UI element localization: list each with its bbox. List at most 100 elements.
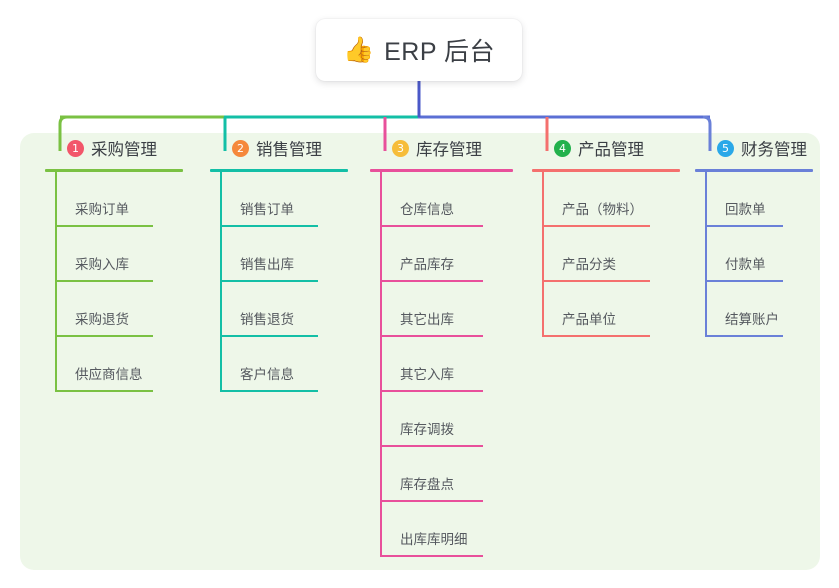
branch-number-badge: 4 (554, 139, 571, 157)
branch-item-label: 回款单 (725, 202, 766, 217)
branch-underline (370, 169, 513, 172)
branch-item-label: 库存盘点 (400, 477, 454, 492)
branch-items: 产品（物料） 产品分类产品单位 (532, 172, 692, 337)
branch-item[interactable]: 供应商信息 (45, 337, 195, 392)
branch-item-underline (380, 445, 483, 447)
branch-item[interactable]: 仓库信息 (370, 172, 525, 227)
branch-item[interactable]: 其它出库 (370, 282, 525, 337)
branch-item-underline (705, 335, 783, 337)
branch-item[interactable]: 库存调拨 (370, 392, 525, 447)
branch-item[interactable]: 结算账户 (695, 282, 825, 337)
branch-item-underline (55, 390, 153, 392)
branch-item-label: 销售订单 (240, 202, 294, 217)
branch-item[interactable]: 产品分类 (532, 227, 692, 282)
branch-columns: 1 采购管理采购订单采购入库采购退货供应商信息 2 销售管理销售订单销售出库销售退货客… (20, 133, 820, 570)
branch-header-3[interactable]: 3 库存管理 (370, 133, 525, 163)
branch-item-underline (55, 335, 153, 337)
branch-title: 采购管理 (91, 141, 157, 159)
branch-item-underline (220, 390, 318, 392)
branch-column-1: 1 采购管理采购订单采购入库采购退货供应商信息 (45, 133, 195, 392)
branch-underline (695, 169, 813, 172)
branch-items: 回款单付款单结算账户 (695, 172, 825, 337)
branch-item[interactable]: 销售出库 (210, 227, 360, 282)
branch-number-badge: 1 (67, 139, 84, 157)
branch-item[interactable]: 出库库明细 (370, 502, 525, 557)
branch-item[interactable]: 销售订单 (210, 172, 360, 227)
branch-item-underline (380, 390, 483, 392)
branch-title: 财务管理 (741, 141, 807, 159)
branch-item-underline (220, 225, 318, 227)
branch-item-label: 采购退货 (75, 312, 129, 327)
branch-item[interactable]: 采购退货 (45, 282, 195, 337)
branch-item[interactable]: 付款单 (695, 227, 825, 282)
branch-item[interactable]: 产品单位 (532, 282, 692, 337)
branch-item-underline (542, 280, 650, 282)
branch-header-2[interactable]: 2 销售管理 (210, 133, 360, 163)
branch-item-underline (380, 280, 483, 282)
branch-item-label: 其它入库 (400, 367, 454, 382)
branch-item[interactable]: 产品（物料） (532, 172, 692, 227)
branch-item-label: 仓库信息 (400, 202, 454, 217)
branch-underline (45, 169, 183, 172)
branch-number-badge: 2 (232, 139, 249, 157)
branch-item-underline (220, 280, 318, 282)
branch-items: 销售订单销售出库销售退货客户信息 (210, 172, 360, 392)
branch-item-label: 采购入库 (75, 257, 129, 272)
branch-item-label: 库存调拨 (400, 422, 454, 437)
branch-item-label: 采购订单 (75, 202, 129, 217)
branch-header-4[interactable]: 4 产品管理 (532, 133, 692, 163)
branch-items: 采购订单采购入库采购退货供应商信息 (45, 172, 195, 392)
branch-item-underline (220, 335, 318, 337)
branch-item[interactable]: 采购订单 (45, 172, 195, 227)
branch-header-1[interactable]: 1 采购管理 (45, 133, 195, 163)
diagram-panel (20, 133, 820, 570)
branch-item-label: 产品库存 (400, 257, 454, 272)
branch-item-label: 产品（物料） (562, 202, 643, 217)
branch-spine (705, 172, 707, 337)
branch-item[interactable]: 其它入库 (370, 337, 525, 392)
branch-item[interactable]: 销售退货 (210, 282, 360, 337)
branch-item[interactable]: 回款单 (695, 172, 825, 227)
branch-item[interactable]: 库存盘点 (370, 447, 525, 502)
branch-item-label: 销售出库 (240, 257, 294, 272)
branch-column-3: 3 库存管理仓库信息产品库存其它出库其它入库库存调拨库存盘点出库库明细 (370, 133, 525, 557)
branch-item-underline (542, 225, 650, 227)
branch-item-label: 付款单 (725, 257, 766, 272)
branch-item-label: 结算账户 (725, 312, 779, 327)
branch-item-label: 产品分类 (562, 257, 616, 272)
branch-spine (542, 172, 544, 337)
branch-item-underline (55, 280, 153, 282)
branch-spine (55, 172, 57, 392)
branch-item-underline (705, 225, 783, 227)
branch-spine (220, 172, 222, 392)
branch-item-label: 供应商信息 (75, 367, 143, 382)
branch-item[interactable]: 产品库存 (370, 227, 525, 282)
branch-item-underline (542, 335, 650, 337)
branch-items: 仓库信息产品库存其它出库其它入库库存调拨库存盘点出库库明细 (370, 172, 525, 557)
branch-number-badge: 3 (392, 139, 409, 157)
branch-column-4: 4 产品管理产品（物料） 产品分类产品单位 (532, 133, 692, 337)
root-node-card[interactable]: 👍 ERP 后台 (316, 19, 522, 81)
branch-item-label: 出库库明细 (400, 532, 468, 547)
branch-item-underline (55, 225, 153, 227)
branch-spine (380, 172, 382, 557)
branch-item-underline (380, 335, 483, 337)
branch-title: 销售管理 (256, 141, 322, 159)
branch-item-label: 客户信息 (240, 367, 294, 382)
branch-item-underline (705, 280, 783, 282)
root-node-title: ERP 后台 (384, 38, 496, 66)
thumbs-up-icon: 👍 (342, 35, 375, 64)
branch-item-underline (380, 500, 483, 502)
branch-item-label: 其它出库 (400, 312, 454, 327)
branch-title: 产品管理 (578, 141, 644, 159)
branch-item-underline (380, 555, 483, 557)
branch-item-label: 产品单位 (562, 312, 616, 327)
branch-item-label: 销售退货 (240, 312, 294, 327)
branch-title: 库存管理 (416, 141, 482, 159)
branch-item[interactable]: 客户信息 (210, 337, 360, 392)
branch-underline (532, 169, 680, 172)
branch-item[interactable]: 采购入库 (45, 227, 195, 282)
branch-item-underline (380, 225, 483, 227)
